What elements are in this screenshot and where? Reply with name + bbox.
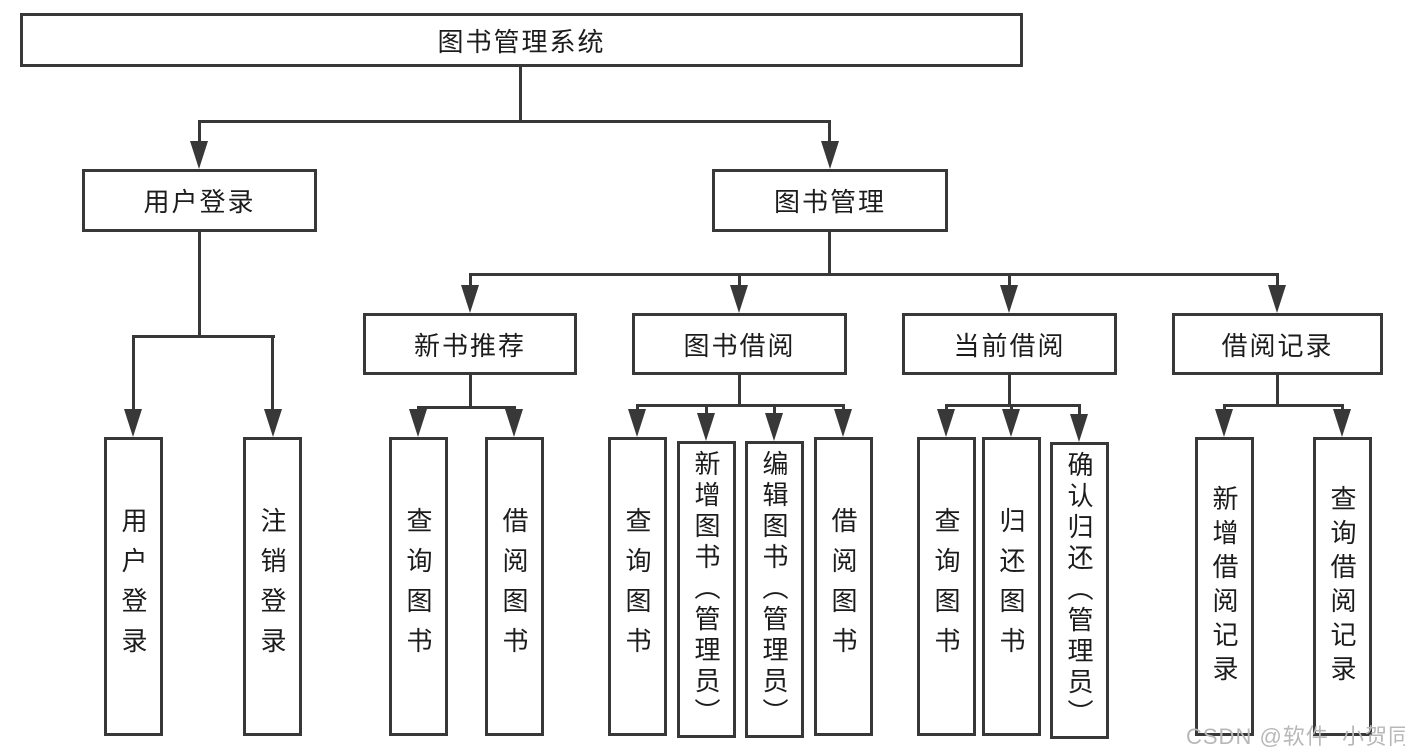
connector-root-stem xyxy=(519,67,522,121)
leaf-recommend-borrow-books: 借阅图书 xyxy=(485,437,544,736)
node-book-management: 图书管理 xyxy=(712,169,948,232)
connector-book-mgmt-drop-1 xyxy=(469,273,472,287)
leaf-current-confirm-return-admin: 确认归还（管理员） xyxy=(1050,442,1109,739)
connector-user-login-drop-2 xyxy=(271,335,274,411)
arrowhead-to-leaf-logout xyxy=(264,409,282,437)
leaf-logout-login: 注销登录 xyxy=(243,437,302,736)
arrowhead-records-add xyxy=(1215,409,1233,437)
arrowhead-borrow-query xyxy=(628,409,646,437)
connector-user-login-stem xyxy=(198,232,201,337)
connector-records-drop-1 xyxy=(1223,404,1226,412)
connector-borrow-drop-3 xyxy=(773,404,776,414)
leaf-borrow-edit-books-admin: 编辑图书（管理员） xyxy=(745,441,804,738)
connector-recommend-stem xyxy=(469,375,472,408)
arrowhead-current-return xyxy=(1002,409,1020,437)
arrowhead-recommend-query xyxy=(409,409,427,437)
connector-book-mgmt-drop-3 xyxy=(1008,273,1011,287)
connector-records-stem xyxy=(1276,375,1279,406)
connector-records-hline xyxy=(1223,404,1344,407)
connector-borrow-hline xyxy=(636,404,845,407)
leaf-user-login: 用户登录 xyxy=(104,437,163,736)
leaf-recommend-query-books: 查询图书 xyxy=(389,437,448,736)
connector-root-drop-left xyxy=(198,120,201,143)
arrowhead-to-book-management xyxy=(821,141,839,169)
node-user-login: 用户登录 xyxy=(82,169,317,232)
leaf-current-return-books: 归还图书 xyxy=(982,437,1041,736)
arrowhead-borrow-add xyxy=(697,413,715,441)
leaf-borrow-query-books: 查询图书 xyxy=(608,437,667,736)
leaf-current-query-books: 查询图书 xyxy=(917,437,976,736)
leaf-records-query-record: 查询借阅记录 xyxy=(1313,437,1372,736)
arrowhead-to-book-borrow xyxy=(730,285,748,313)
node-borrow-records: 借阅记录 xyxy=(1172,313,1383,375)
arrowhead-to-user-login xyxy=(190,141,208,169)
connector-borrow-drop-1 xyxy=(636,404,639,412)
connector-current-drop-2 xyxy=(1010,404,1013,412)
connector-current-stem xyxy=(1008,375,1011,406)
arrowhead-to-leaf-user-login xyxy=(124,409,142,437)
arrowhead-records-query xyxy=(1333,409,1351,437)
arrowhead-to-borrow-records xyxy=(1268,285,1286,313)
connector-user-login-drop-1 xyxy=(132,335,135,411)
connector-root-drop-right xyxy=(828,120,831,143)
connector-current-drop-3 xyxy=(1078,404,1081,415)
leaf-records-add-record: 新增借阅记录 xyxy=(1195,437,1254,736)
node-book-borrow: 图书借阅 xyxy=(632,313,847,375)
arrowhead-to-current-borrow xyxy=(1000,285,1018,313)
connector-records-drop-2 xyxy=(1341,404,1344,412)
arrowhead-borrow-borrow xyxy=(834,409,852,437)
connector-borrow-stem xyxy=(738,375,741,406)
node-current-borrow: 当前借阅 xyxy=(902,313,1117,375)
watermark-csdn: CSDN @软件_小贺同学 xyxy=(1186,724,1405,747)
arrowhead-current-confirm xyxy=(1070,414,1088,442)
arrowhead-recommend-borrow xyxy=(505,409,523,437)
connector-book-mgmt-drop-4 xyxy=(1276,273,1279,287)
connector-current-hline xyxy=(945,404,1081,407)
connector-root-hline xyxy=(198,120,831,123)
arrowhead-current-query xyxy=(937,409,955,437)
connector-book-mgmt-stem xyxy=(828,232,831,275)
connector-recommend-hline xyxy=(417,406,516,409)
connector-user-login-hline xyxy=(132,335,275,338)
arrowhead-to-new-book-recommend xyxy=(461,285,479,313)
leaf-borrow-add-books-admin: 新增图书（管理员） xyxy=(677,441,736,738)
node-library-system: 图书管理系统 xyxy=(20,13,1023,67)
connector-book-mgmt-hline xyxy=(469,273,1279,276)
node-new-book-recommend: 新书推荐 xyxy=(363,313,577,375)
arrowhead-borrow-edit xyxy=(765,413,783,441)
connector-current-drop-1 xyxy=(945,404,948,412)
leaf-borrow-borrow-books: 借阅图书 xyxy=(814,437,873,736)
connector-book-mgmt-drop-2 xyxy=(738,273,741,287)
connector-borrow-drop-4 xyxy=(842,404,845,412)
connector-borrow-drop-2 xyxy=(705,404,708,414)
